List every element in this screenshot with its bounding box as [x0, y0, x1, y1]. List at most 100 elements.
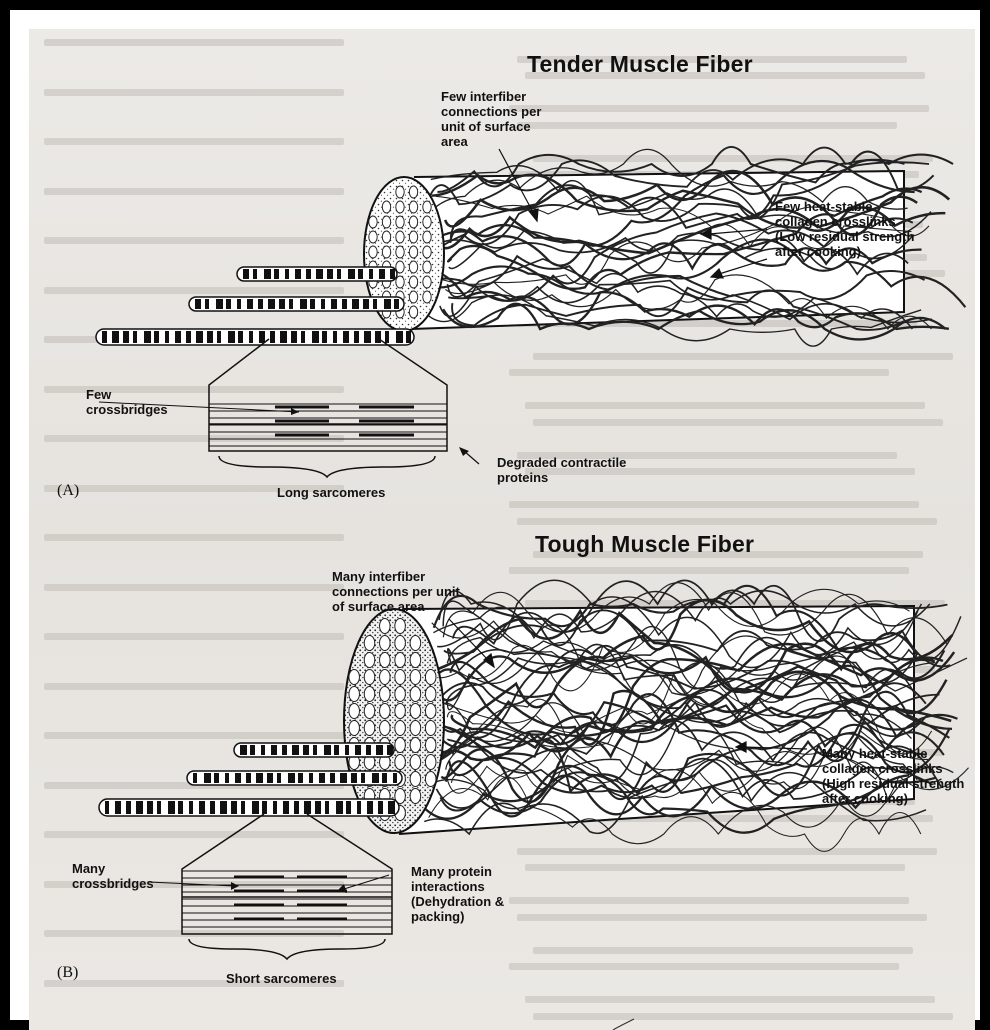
rod-striation [394, 299, 399, 309]
panel-a-letter: (A) [57, 482, 79, 500]
myofibril-end [410, 772, 421, 787]
rod-striation [340, 773, 347, 783]
myofibril-end [395, 687, 406, 702]
rod-striation [285, 269, 289, 279]
rod-striation [247, 299, 253, 309]
rod-striation [321, 299, 325, 309]
myofibril-rod [99, 799, 399, 816]
myofibril-end [410, 755, 421, 770]
rod-striation [258, 299, 263, 309]
myofibril-end [380, 653, 391, 668]
rod-striation [268, 299, 275, 309]
rod-striation [331, 299, 337, 309]
myofibril-end [382, 231, 390, 243]
rod-striation [295, 269, 301, 279]
tender-crosslinks-label: Few heat-stable collagen crosslinks (Low… [775, 199, 914, 259]
rod-striation [168, 801, 175, 814]
rod-striation [325, 801, 329, 814]
myofibril-end [425, 687, 436, 702]
myofibril-end [382, 201, 390, 213]
myofibril-end [364, 670, 375, 685]
tough-crosslinks-label: Many heat-stable collagen crosslinks (Hi… [822, 746, 964, 806]
myofibril-end [423, 276, 431, 288]
rod-striation [214, 773, 219, 783]
rod-striation [364, 331, 371, 343]
rod-striation [210, 801, 215, 814]
rod-striation [343, 331, 349, 343]
myofibril-end [396, 276, 404, 288]
myofibril-end [369, 216, 377, 228]
rod-striation [250, 745, 255, 755]
rod-striation [361, 773, 365, 783]
rod-striation [372, 773, 379, 783]
myofibril-end [396, 216, 404, 228]
rod-striation [310, 299, 315, 309]
rod-striation [369, 269, 373, 279]
rod-striation [235, 773, 241, 783]
myofibril-end [364, 704, 375, 719]
myofibril-end [425, 704, 436, 719]
rod-striation [292, 745, 299, 755]
tough-myofibril-rods [99, 743, 402, 816]
myofibril-end [380, 670, 391, 685]
rod-striation [259, 331, 265, 343]
myofibril-end [349, 721, 360, 736]
myofibril-end [425, 738, 436, 753]
rod-striation [336, 801, 343, 814]
myofibril-end [382, 246, 390, 258]
rod-striation [186, 331, 191, 343]
myofibril-end [425, 772, 436, 787]
rod-striation [294, 801, 299, 814]
tough-crossbridges-label: Many crossbridges [72, 861, 154, 891]
tough-sarcomere-diagram [149, 814, 392, 959]
rod-striation [306, 269, 311, 279]
rod-striation [249, 331, 253, 343]
rod-striation [316, 269, 323, 279]
rod-striation [105, 801, 109, 814]
degraded-proteins-label: Degraded contractile proteins [497, 455, 626, 485]
myofibril-end [409, 186, 417, 198]
tender-crossbridges-label: Few crossbridges [86, 387, 168, 417]
myofibril-end [409, 216, 417, 228]
rod-striation [375, 331, 381, 343]
myofibril-end [395, 738, 406, 753]
myofibril-end [395, 704, 406, 719]
rod-striation [334, 745, 339, 755]
rod-striation [196, 331, 203, 343]
myofibril-end [425, 670, 436, 685]
myofibril-end [423, 231, 431, 243]
scanned-book-page: Tender Muscle Fiber Few interfiber conne… [29, 29, 975, 1030]
myofibril-end [423, 261, 431, 273]
rod-striation [384, 299, 391, 309]
rod-striation [165, 331, 169, 343]
myofibril-end [410, 704, 421, 719]
rod-striation [147, 801, 153, 814]
rod-striation [289, 299, 293, 309]
rod-striation [282, 745, 287, 755]
rod-striation [319, 773, 325, 783]
rod-striation [126, 801, 131, 814]
tough-fiber-title: Tough Muscle Fiber [535, 531, 754, 558]
rod-striation [309, 773, 313, 783]
myofibril-end [410, 636, 421, 651]
rod-striation [345, 745, 349, 755]
rod-striation [271, 745, 277, 755]
rod-striation [136, 801, 143, 814]
rod-striation [379, 269, 385, 279]
long-sarcomeres-label: Long sarcomeres [277, 485, 385, 500]
rod-striation [315, 801, 321, 814]
myofibril-end [380, 687, 391, 702]
tough-fiber-cylinder [344, 580, 969, 851]
myofibril-end [369, 231, 377, 243]
myofibril-end [425, 721, 436, 736]
myofibril-end [410, 670, 421, 685]
myofibril-end [409, 291, 417, 303]
rod-striation [330, 773, 335, 783]
rod-striation [246, 773, 251, 783]
myofibril-end [364, 653, 375, 668]
rod-striation [205, 299, 209, 309]
myofibril-end [409, 246, 417, 258]
myofibril-end [410, 789, 421, 804]
rod-striation [240, 745, 247, 755]
myofibril-end [409, 201, 417, 213]
